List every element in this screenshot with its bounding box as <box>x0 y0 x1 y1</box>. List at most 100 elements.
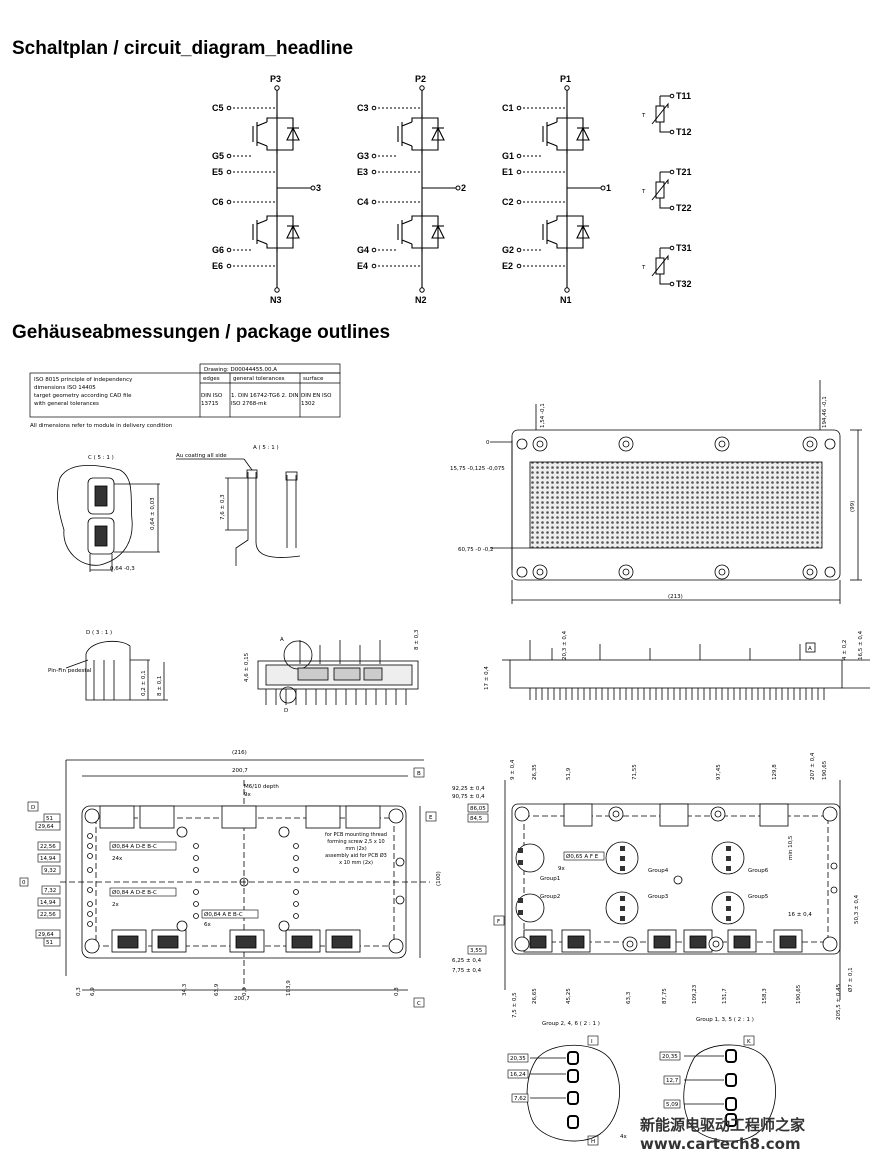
top-view-dim-3: 1,54 -0,1 <box>540 403 546 428</box>
package-outlines-heading: Gehäuseabmessungen / package outlines <box>12 322 391 343</box>
right-left-dim-7: 7,5 ± 0,5 <box>512 992 518 1018</box>
header-surface: surface <box>303 376 324 382</box>
g135-dim-0: 20,35 <box>662 1054 678 1060</box>
pin-label-p2: P2 <box>415 74 426 84</box>
side-right-dim-1: 17 ± 0,4 <box>484 666 490 690</box>
detail-a <box>176 458 301 566</box>
ntc-label-t21: T21 <box>676 167 692 177</box>
detail-d-dim-1: 0,2 ± 0,1 <box>141 670 147 696</box>
top-view-dim-2: 60,75 -0 -0,2 <box>458 547 493 553</box>
header-general-tolerances: general tolerances <box>233 376 285 382</box>
dim-216: (216) <box>232 750 247 756</box>
datum-box-a <box>805 642 816 653</box>
datum-i: I <box>591 1039 593 1045</box>
side-left-label-d: D <box>284 708 288 714</box>
circuit-diagram: P3 N3 3 C5 G5 E5 C6 G6 E6 <box>212 74 692 305</box>
top-view-dim-4: 194,46 -0,1 <box>822 396 828 428</box>
right-left-dim-0: 92,25 ± 0,4 <box>452 786 485 792</box>
group-5-label: Group5 <box>748 894 769 900</box>
pin-count-2x: 2x <box>112 902 119 908</box>
value-tolerances: 1. DIN 16742-TG6 2. DIN ISO 2768-mk <box>231 393 299 407</box>
pin-label-out-2: 2 <box>461 183 466 193</box>
ntc-label-t22: T22 <box>676 203 692 213</box>
pin-label-p3: P3 <box>270 74 281 84</box>
top-view-height: (99) <box>850 501 856 512</box>
pin-label-n3: N3 <box>270 295 282 305</box>
right-top-dim-7: 190,65 <box>822 760 828 780</box>
bottom-dim-1: 6,9 <box>90 987 96 996</box>
tolerance-frames-left <box>109 841 259 919</box>
pcb-right-terminals <box>514 803 838 953</box>
pin-label-e5: E5 <box>212 167 223 177</box>
pin-label-c1: C1 <box>502 103 514 113</box>
top-view-width: (213) <box>668 594 683 600</box>
side-view-right <box>502 640 870 689</box>
side-right-dim-2: 20,3 ± 0,4 <box>562 630 568 660</box>
side-left-dim-2: 8 ± 0,3 <box>414 629 420 650</box>
bottom-dim-6: 0,3 <box>394 987 400 996</box>
top-view-holes <box>516 436 836 580</box>
pin-label-c5: C5 <box>212 103 224 113</box>
group-detail-246-boxes <box>507 1053 529 1103</box>
right-bottom-dim-3: 87,75 <box>662 988 668 1004</box>
right-top-dim-1: 26,35 <box>532 764 538 780</box>
dim-100: (100) <box>436 871 442 886</box>
tolerance-frame-right: Ø0,65 A F E <box>566 853 599 860</box>
watermark: 新能源电驱动工程师之家 www.cartech8.com <box>640 1116 806 1153</box>
datum-c: C <box>417 1001 421 1007</box>
pin-label-g5: G5 <box>212 151 224 161</box>
right-bottom-dim-7: 190,65 <box>796 984 802 1004</box>
drawing-number: Drawing: D00044455.00.A <box>204 367 277 373</box>
right-top-dim-5: 129,8 <box>772 764 778 780</box>
g246-count: 4x <box>620 1134 627 1140</box>
side-left-label-a: A <box>280 637 284 643</box>
right-left-dim-4: 3,55 <box>470 948 483 954</box>
group-4-label: Group4 <box>648 868 669 874</box>
group-detail-135-boxes <box>659 1051 681 1109</box>
ntc-thermistors <box>651 93 675 287</box>
side-right-dim-4: 16,5 ± 0,4 <box>858 630 864 660</box>
right-left-dim-1: 90,75 ± 0,4 <box>452 794 485 800</box>
datum-k: K <box>747 1039 751 1045</box>
pcb-assembly-note: assembly aid for PCB Ø3 x 10 mm (2x) <box>325 853 387 866</box>
right-top-dim-2: 51,9 <box>566 767 572 780</box>
ntc-symbol-1: T <box>641 113 646 119</box>
group-detail-135 <box>683 1044 776 1142</box>
pin-label-e2: E2 <box>502 261 513 271</box>
pcb-note-wrap: for PCB mounting thread forming screw 2,… <box>325 832 387 866</box>
detail-d <box>65 640 168 701</box>
pin-label-g4: G4 <box>357 245 369 255</box>
group-detail-246 <box>526 1044 620 1142</box>
datum-e: E <box>429 815 433 821</box>
right-left-dim-6: 7,75 ± 0,4 <box>452 968 482 974</box>
datum-f: F <box>497 919 500 925</box>
g246-dim-0: 20,35 <box>510 1056 526 1062</box>
value-surface-wrap: DIN EN ISO 1302 <box>301 393 332 407</box>
g135-dim-2: 5,09 <box>666 1102 679 1108</box>
pin-count-24x: 24x <box>112 856 123 862</box>
right-bottom-dim-0: 26,65 <box>532 988 538 1004</box>
side-view-left <box>257 640 419 705</box>
pin-markers-right <box>518 846 731 921</box>
right-bottom-dim-5: 131,7 <box>722 988 728 1004</box>
right-left-dim-boxes <box>467 803 755 1146</box>
detail-c <box>57 464 160 572</box>
detail-d-dim-2: 8 ± 0,1 <box>157 676 163 696</box>
pin-label-out-1: 1 <box>606 183 611 193</box>
datum-b: B <box>417 771 421 777</box>
value-surface: DIN EN ISO 1302 <box>301 393 332 407</box>
value-edges-wrap: DIN ISO 13715 <box>201 393 222 407</box>
left-dim-8: 22,56 <box>40 912 56 918</box>
pcb-left-terminals <box>84 805 405 954</box>
au-coating-note: Au coating all side <box>176 453 227 459</box>
pin-label-c3: C3 <box>357 103 369 113</box>
left-dim-5: 0 <box>22 880 26 886</box>
pin-label-p1: P1 <box>560 74 571 84</box>
ntc-label-t31: T31 <box>676 243 692 253</box>
group-2-label: Group2 <box>540 894 560 900</box>
note-iso8015: ISO 8015 principle of independency <box>34 377 133 383</box>
pin-label-c2: C2 <box>502 197 514 207</box>
g135-dim-1: 12,7 <box>666 1078 679 1084</box>
pin-label-out-3: 3 <box>316 183 321 193</box>
